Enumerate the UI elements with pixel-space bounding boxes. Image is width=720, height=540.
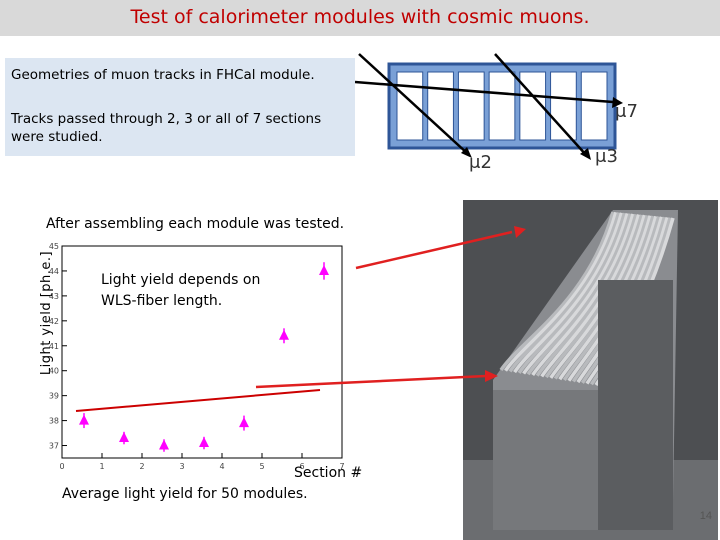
module-section: [396, 71, 424, 141]
x-axis-label: Section #: [294, 465, 363, 481]
data-point: [119, 432, 129, 443]
tracks-text-line2: were studied.: [11, 129, 103, 145]
fiber: [517, 212, 627, 374]
trend-line: [75, 389, 321, 412]
data-point: [319, 264, 329, 275]
fiber: [513, 212, 624, 374]
track-mu3: [494, 53, 588, 157]
page-number: 14: [699, 510, 712, 522]
x-ticks: 0 1 2 3 4 5 6 7: [59, 453, 345, 470]
y-tick-label: 43: [49, 292, 59, 301]
y-tick-label: 41: [49, 342, 59, 351]
y-tick-label: 40: [49, 367, 59, 376]
y-tick-label: 37: [49, 442, 59, 451]
module-photo: [463, 200, 718, 540]
data-point: [279, 329, 289, 340]
data-point: [159, 439, 169, 450]
fiber: [499, 211, 615, 371]
module-front-face: [493, 390, 598, 530]
fiber: [549, 214, 647, 379]
x-tick-label: 5: [259, 462, 264, 470]
arrowhead-mu7: [612, 97, 623, 108]
plot-frame: [61, 245, 343, 459]
tracks-text-line1: Tracks passed through 2, 3 or all of 7 s…: [11, 111, 322, 127]
fiber: [540, 214, 641, 378]
data-points: [79, 262, 329, 452]
track-mu2: [358, 53, 469, 155]
data-point: [79, 414, 89, 425]
title-bar: [0, 0, 720, 36]
module-sections: [396, 71, 608, 141]
y-tick-label: 42: [49, 317, 59, 326]
fiber: [544, 214, 644, 379]
assembled-caption: After assembling each module was tested.: [46, 216, 345, 232]
y-tick-label: 38: [49, 417, 59, 426]
x-tick-label: 1: [99, 462, 104, 470]
fiber: [535, 213, 638, 377]
track-mu7: [355, 80, 614, 104]
x-tick-label: 6: [299, 462, 304, 470]
y-tick-label: 44: [49, 267, 59, 276]
module-section: [457, 71, 485, 141]
fiber: [522, 212, 629, 375]
annotation-line2: WLS-fiber length.: [101, 293, 223, 309]
module-side: [598, 280, 673, 530]
x-tick-label: 2: [139, 462, 144, 470]
fiber: [531, 213, 635, 376]
y-tick-label: 45: [49, 242, 59, 251]
arrowhead-mu3: [580, 148, 591, 160]
y-tick-label: 39: [49, 392, 59, 401]
info-box: [5, 58, 355, 156]
slide-title: Test of calorimeter modules with cosmic …: [130, 6, 590, 28]
geometry-text: Geometries of muon tracks in FHCal modul…: [11, 67, 315, 83]
fiber: [526, 213, 632, 376]
label-mu2: μ2: [469, 152, 492, 173]
label-mu3: μ3: [595, 146, 618, 167]
muon-track-diagram: μ7 μ2 μ3: [355, 53, 638, 173]
x-tick-label: 0: [59, 462, 64, 470]
annotation-line1: Light yield depends on: [101, 272, 261, 288]
bottom-caption: Average light yield for 50 modules.: [62, 486, 308, 502]
data-point: [239, 417, 249, 428]
x-tick-label: 3: [179, 462, 184, 470]
y-ticks: 37 38 39 40 41 42 43 44 45: [49, 242, 67, 451]
fiber: [504, 211, 618, 372]
fiber: [508, 212, 621, 373]
module-section: [580, 71, 608, 141]
label-mu7: μ7: [615, 101, 638, 122]
data-point: [199, 437, 209, 448]
x-tick-label: 4: [219, 462, 224, 470]
module-section: [488, 71, 516, 141]
module-section: [519, 71, 547, 141]
arrowhead-mu2: [461, 147, 472, 158]
x-tick-label: 7: [339, 462, 344, 470]
